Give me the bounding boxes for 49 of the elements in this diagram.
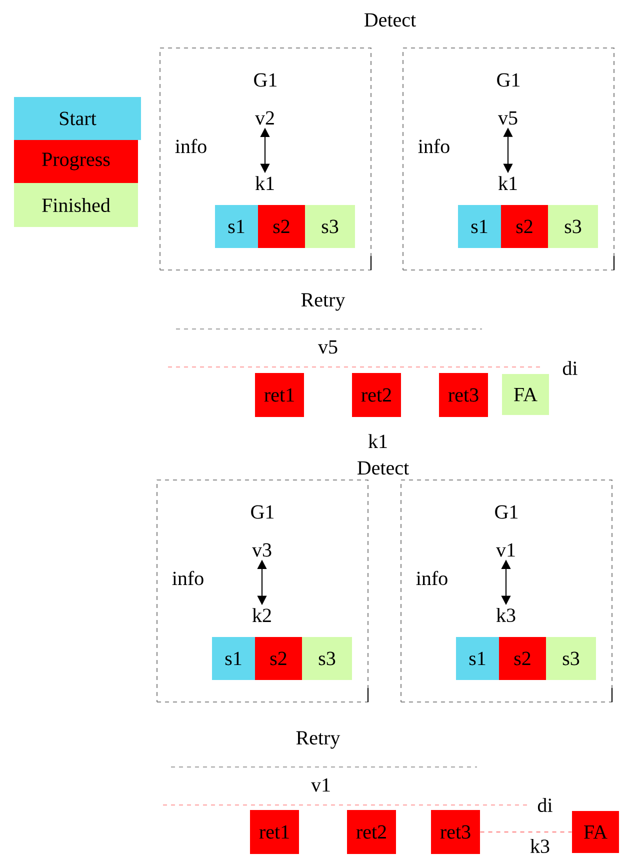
node-label: v5 [498,111,518,125]
status-box: ret3 [439,373,488,417]
text-label: Detect [364,13,416,27]
status-box: s1 [215,205,258,248]
status-box: s2 [501,205,548,248]
node-label: k1 [498,176,517,190]
legend-label: Finished [42,198,110,212]
group-title: G1 [495,505,518,519]
text-label: di [562,360,578,376]
legend-label: Progress [42,152,110,170]
text-label: Retry [301,293,346,311]
text-label: k1 [368,434,387,448]
status-box: ret2 [347,810,396,854]
status-box: ret3 [431,810,480,854]
side-label: info [416,570,448,586]
text-label: v1 [311,778,330,792]
group-title: G1 [251,505,274,519]
text-label: di [538,798,552,812]
node-label: v1 [496,543,515,557]
text-label: Retry [296,731,340,749]
status-box: s2 [499,637,546,680]
side-label: info [172,570,204,586]
node-label: k3 [496,608,516,622]
status-box: s3 [302,637,352,680]
text-label: Detect [358,461,409,475]
node-label: v3 [252,543,272,557]
legend-label: Start [60,112,96,126]
status-box: s3 [546,637,596,680]
node-label: k1 [255,176,274,190]
status-box: s2 [258,205,305,248]
status-box: s3 [548,205,598,248]
side-label: info [418,138,450,154]
node-label: k2 [252,608,271,622]
text-label: v5 [318,340,338,354]
status-box: ret1 [255,373,304,417]
side-label: info [175,138,206,154]
status-box: s1 [212,637,255,680]
status-box: s2 [255,637,302,680]
status-box: s3 [305,205,355,248]
status-box: FA [502,374,549,415]
group-title: G1 [497,73,520,87]
status-box: ret2 [352,373,401,417]
status-box: s1 [456,637,499,680]
node-label: v2 [255,111,274,125]
group-title: G1 [254,73,277,87]
text-label: k3 [530,838,550,854]
status-box: FA [572,811,619,853]
status-box: ret1 [250,810,299,854]
status-box: s1 [458,205,501,248]
